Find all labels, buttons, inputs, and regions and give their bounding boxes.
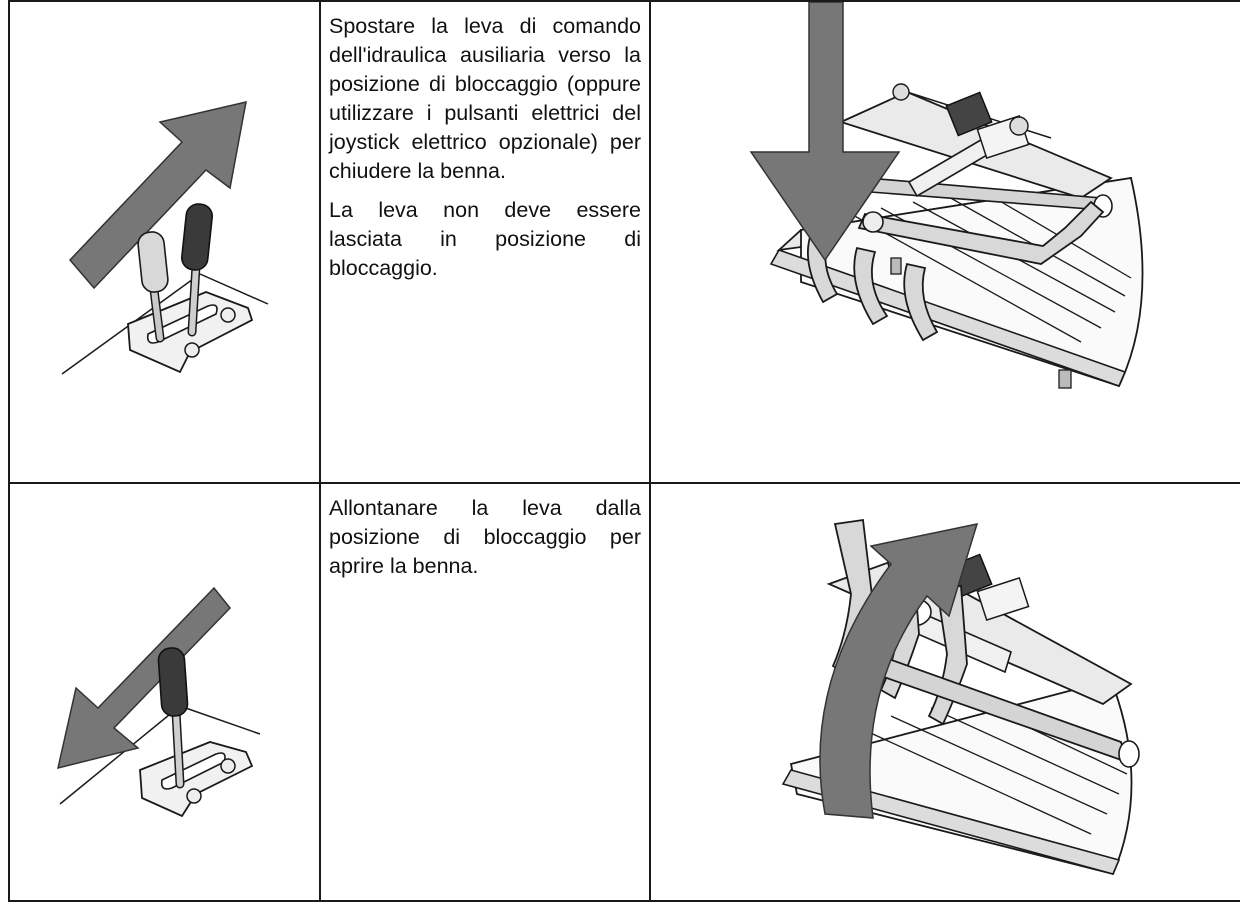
lever-illustration-cell [8, 482, 321, 902]
lever-handle-dark [157, 647, 189, 717]
instruction-row-open: Allontanare la leva dalla posizione di b… [8, 482, 1240, 902]
bucket-illustration-cell [649, 482, 1240, 902]
bolt-icon [186, 788, 202, 804]
instruction-paragraph: Spostare la leva di comando dell'idrauli… [329, 14, 641, 183]
lever-lock-illustration [61, 101, 269, 375]
bucket-illustration-cell [649, 0, 1240, 484]
lever-handle-light [137, 231, 169, 293]
bolt-icon [220, 307, 236, 323]
instruction-paragraph: Allontanare la leva dalla posizione di b… [329, 496, 641, 578]
bolt-icon [220, 758, 236, 774]
arrow-up-right-icon [68, 101, 247, 290]
arrow-down-icon [749, 2, 901, 262]
lever-release-illustration [57, 586, 261, 818]
arrow-curved-up-icon [819, 523, 979, 819]
instruction-table: Spostare la leva di comando dell'idrauli… [8, 0, 1240, 902]
arrow-down-left-icon [57, 586, 231, 770]
lever-handle-dark [181, 203, 213, 271]
grapple-bucket-closing-illustration [749, 2, 1144, 389]
instruction-text-cell: Allontanare la leva dalla posizione di b… [319, 482, 651, 902]
instruction-paragraph: La leva non deve essere lasciata in posi… [329, 198, 641, 280]
instruction-text-cell: Spostare la leva di comando dell'idrauli… [319, 0, 651, 484]
lever-illustration-cell [8, 0, 321, 484]
instruction-row-close: Spostare la leva di comando dell'idrauli… [8, 0, 1240, 484]
grapple-bucket-opening-illustration [781, 518, 1140, 876]
bolt-icon [184, 342, 200, 358]
